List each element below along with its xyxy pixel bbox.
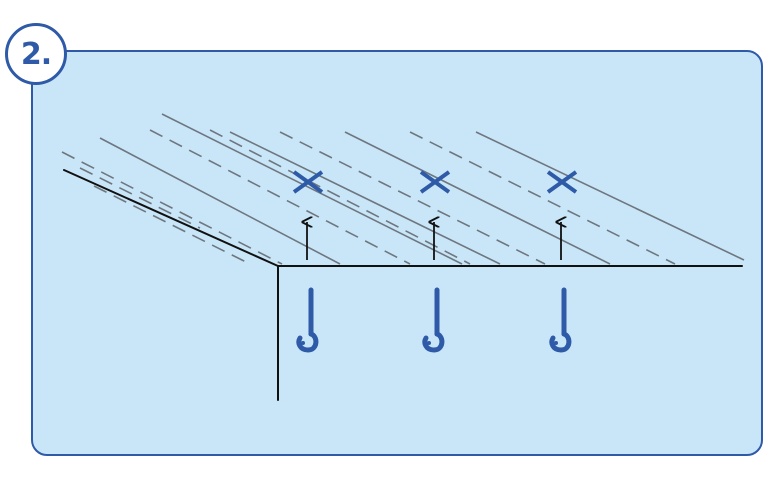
x-mark-icon: [546, 170, 578, 194]
joist-line: [212, 132, 490, 264]
joist-line-dashed: [409, 131, 676, 265]
ceiling-joist-lines: [61, 113, 745, 265]
joist-line-dashed: [93, 185, 251, 265]
x-mark-icon: [419, 170, 451, 194]
joist-line: [161, 113, 463, 265]
instruction-panel: [31, 50, 763, 456]
joist-line-dashed: [149, 129, 411, 265]
step-number-badge: 2.: [5, 23, 67, 85]
ceiling-hook-icon: [296, 287, 319, 353]
joist-line: [344, 131, 611, 265]
ceiling-side-edge: [63, 169, 279, 267]
ceiling-hook-icon: [549, 287, 572, 353]
joist-line-dashed: [79, 167, 201, 229]
joist-line-dashed: [279, 131, 546, 265]
joist-line: [99, 137, 341, 265]
ceiling-wall-outline: [63, 169, 743, 401]
ceiling-hook-icon: [422, 287, 445, 353]
step-number: 2.: [20, 36, 52, 72]
joist-line: [229, 131, 501, 265]
x-mark-icon: [292, 170, 324, 194]
joist-line-dashed: [209, 129, 471, 265]
joist-line: [475, 131, 745, 261]
joist-line-dashed: [61, 151, 283, 265]
